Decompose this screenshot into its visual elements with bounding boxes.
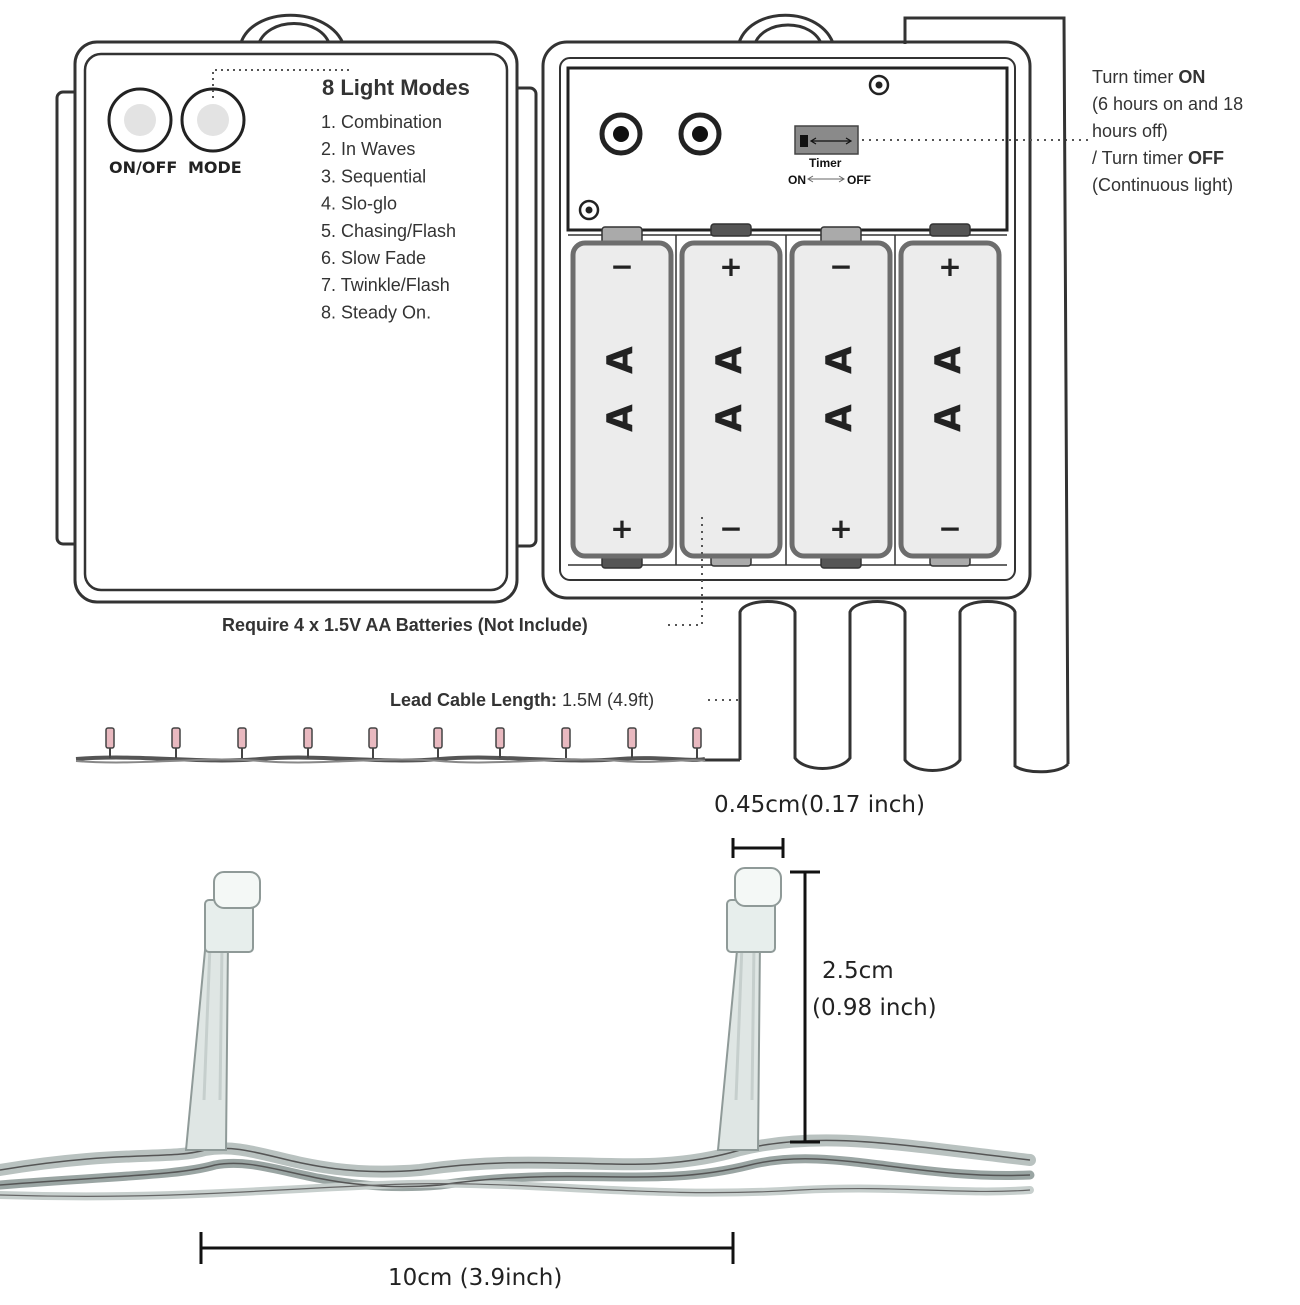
timer-off-label: OFF <box>847 173 871 187</box>
mode-label: MODE <box>188 158 242 177</box>
battery-bottom-polarity: − <box>719 512 742 545</box>
led-bulb-2 <box>716 867 782 1151</box>
mini-bulb-icon <box>105 727 115 758</box>
mini-bulb-icon <box>171 727 181 758</box>
aa-battery-2: + A A − <box>679 223 783 567</box>
battery-bottom-polarity: + <box>610 512 633 545</box>
battery-box: Timer ON OFF − A A + + A A − − A A + + A A − <box>541 13 1088 600</box>
light-mode-item: 3. Sequential <box>321 166 426 186</box>
on-off-button <box>107 87 173 153</box>
light-modes-list: 1. Combination 2. In Waves 3. Sequential 4.… <box>321 112 456 322</box>
jack-1-icon <box>599 112 643 156</box>
svg-text:(Continuous light): (Continuous light) <box>1092 175 1233 195</box>
mini-bulb-icon <box>627 727 637 758</box>
svg-text:Turn timer ON: Turn timer ON <box>1092 67 1205 87</box>
light-mode-item: 4. Slo-glo <box>321 194 397 214</box>
battery-aa-letter: A <box>709 346 750 374</box>
svg-text:0.45cm(0.17 inch): 0.45cm(0.17 inch) <box>714 792 925 818</box>
mini-bulb-icon <box>692 727 702 758</box>
svg-text:(0.98 inch): (0.98 inch) <box>812 995 937 1021</box>
battery-top-polarity: − <box>829 250 852 283</box>
battery-aa-letter: A <box>600 346 641 374</box>
battery-aa-letter: A <box>928 404 969 432</box>
height-dimension: 2.5cm (0.98 inch) <box>790 870 937 1144</box>
mini-bulb-icon <box>237 727 247 758</box>
battery-requirement: Require 4 x 1.5V AA Batteries (Not Inclu… <box>222 615 588 635</box>
spacing-dimension: 10cm (3.9inch) <box>199 1232 735 1291</box>
light-mode-item: 5. Chasing/Flash <box>321 221 456 241</box>
svg-text:(6 hours on and 18: (6 hours on and 18 <box>1092 94 1243 114</box>
light-mode-item: 7. Twinkle/Flash <box>321 275 450 295</box>
mini-bulb-icon <box>303 727 313 758</box>
light-modes-title: 8 Light Modes <box>322 75 470 100</box>
light-mode-item: 6. Slow Fade <box>321 248 426 268</box>
aa-battery-3: − A A + <box>789 226 893 569</box>
mini-bulb-icon <box>561 727 571 758</box>
jack-2-icon <box>678 112 722 156</box>
aa-battery-4: + A A − <box>898 223 1002 567</box>
mini-bulb-icon <box>495 727 505 758</box>
timer-note: Turn timer ON (6 hours on and 18 hours o… <box>1092 67 1243 195</box>
svg-text:2.5cm: 2.5cm <box>822 958 894 984</box>
led-bulb-1 <box>184 871 261 1151</box>
cable-loops <box>703 16 1070 774</box>
mini-bulb-icon <box>433 727 443 758</box>
light-mode-item: 1. Combination <box>321 112 442 132</box>
aa-battery-1: − A A + <box>570 226 674 569</box>
width-dimension: 0.45cm(0.17 inch) <box>714 792 925 858</box>
mode-button <box>180 87 246 153</box>
battery-top-polarity: + <box>938 250 961 283</box>
svg-text:10cm (3.9inch): 10cm (3.9inch) <box>388 1265 562 1291</box>
light-mode-item: 8. Steady On. <box>321 302 431 322</box>
timer-switch: Timer ON OFF <box>788 125 871 187</box>
light-mode-item: 2. In Waves <box>321 139 415 159</box>
battery-aa-letter: A <box>709 404 750 432</box>
mini-light-string <box>75 727 706 764</box>
battery-bottom-polarity: + <box>829 512 852 545</box>
battery-aa-letter: A <box>600 404 641 432</box>
battery-aa-letter: A <box>819 404 860 432</box>
control-box: ON/OFF MODE 8 Light Modes 1. Combination… <box>55 13 538 604</box>
svg-text:hours off): hours off) <box>1092 121 1168 141</box>
battery-top-polarity: + <box>719 250 742 283</box>
on-off-label: ON/OFF <box>109 158 177 177</box>
battery-top-polarity: − <box>610 250 633 283</box>
battery-bottom-polarity: − <box>938 512 961 545</box>
battery-aa-letter: A <box>928 346 969 374</box>
mini-bulb-icon <box>368 727 378 758</box>
svg-text:/ Turn timer OFF: / Turn timer OFF <box>1092 148 1224 168</box>
timer-label: Timer <box>809 156 842 170</box>
lead-cable-note: Lead Cable Length: 1.5M (4.9ft) <box>390 690 654 710</box>
wire-closeup <box>0 1134 1036 1201</box>
battery-set: − A A + + A A − − A A + + A A − <box>570 223 1002 569</box>
battery-aa-letter: A <box>819 346 860 374</box>
timer-on-label: ON <box>788 173 806 187</box>
